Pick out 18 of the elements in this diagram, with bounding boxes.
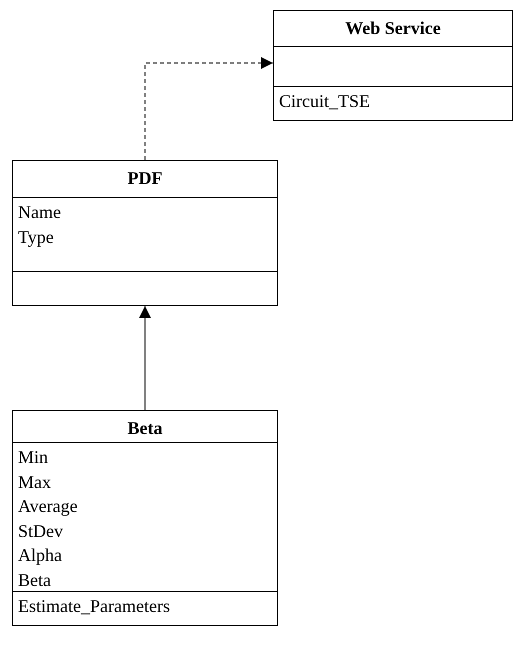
attribute-text: Beta <box>18 568 52 592</box>
class-name: PDF <box>126 167 164 190</box>
class-box <box>273 10 513 121</box>
inheritance-arrow <box>139 306 151 410</box>
attribute-text: Type <box>18 226 55 249</box>
attribute-text: Average <box>18 495 79 518</box>
attribute-text: StDev <box>18 520 64 542</box>
attribute-text: Alpha <box>18 544 63 567</box>
dependency-arrow <box>144 57 274 160</box>
attribute-text: Min <box>18 446 50 469</box>
attribute-text: Max <box>18 470 52 494</box>
class-box <box>12 410 278 626</box>
attribute-text: Name <box>18 201 62 224</box>
class-name: Beta <box>126 417 164 440</box>
operation-text: Circuit_TSE <box>279 90 371 113</box>
class-box <box>12 160 278 306</box>
class-name: Web Service <box>344 17 442 40</box>
operation-text: Estimate_Parameters <box>18 595 171 618</box>
